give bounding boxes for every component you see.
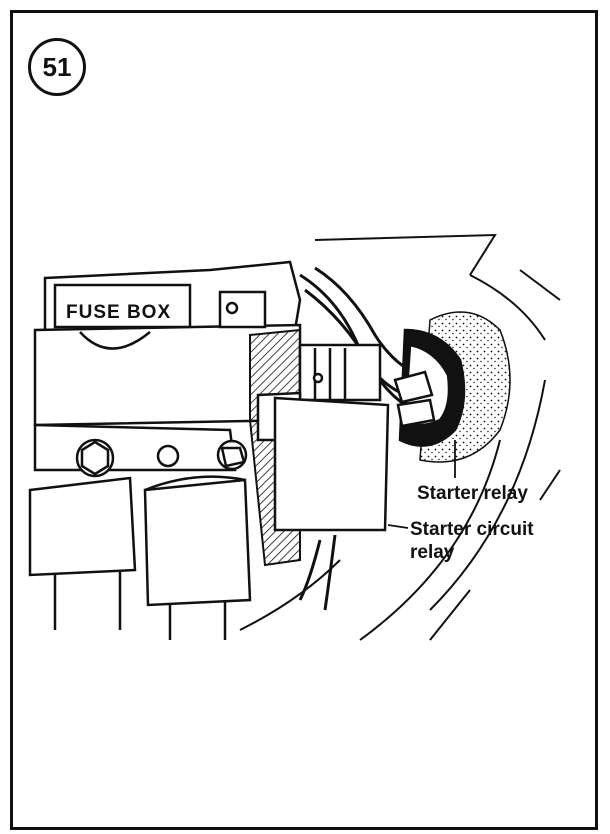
lower-housing	[28, 475, 252, 640]
starter-relay	[393, 328, 466, 447]
mounting-bolts	[75, 438, 248, 478]
starter-circuit-relay	[256, 343, 390, 532]
leader-lines	[387, 440, 456, 529]
callout-starter-circuit-relay-line1: Starter circuit	[410, 519, 534, 540]
figure-number: 51	[42, 51, 72, 82]
figure-number-badge: 51	[28, 38, 86, 96]
callout-starter-relay-text: Starter relay	[417, 483, 528, 504]
fuse-box	[33, 260, 302, 472]
callout-starter-circuit-relay: Starter circuit relay	[410, 518, 534, 564]
callout-starter-circuit-relay-line2: relay	[410, 542, 455, 563]
fuse-box-label: FUSE BOX	[66, 302, 171, 323]
callout-starter-relay: Starter relay	[417, 482, 528, 505]
